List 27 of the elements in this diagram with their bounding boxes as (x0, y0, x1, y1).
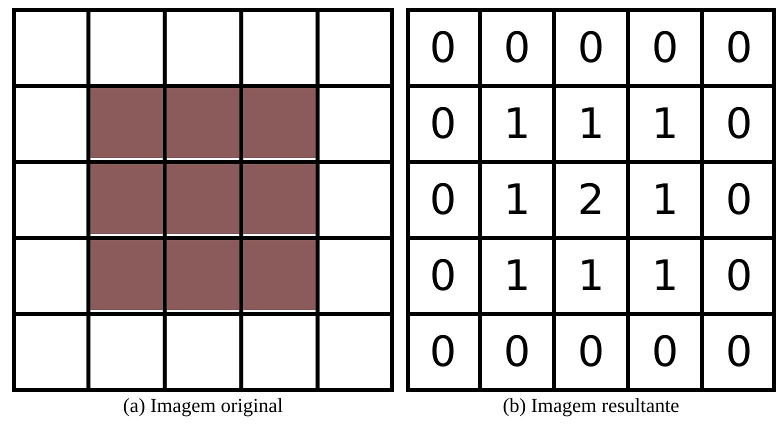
cell-value: 0 (503, 331, 531, 373)
cell-value: 1 (503, 179, 531, 221)
figure-caption: (a) Imagem original (123, 395, 283, 418)
cell-value: 0 (503, 27, 531, 69)
cell-value: 0 (725, 27, 753, 69)
cell-value: 0 (429, 179, 457, 221)
cell-value: 0 (651, 331, 679, 373)
cell-value: 2 (577, 179, 605, 221)
cell-value: 0 (429, 103, 457, 145)
cell-value: 0 (725, 103, 753, 145)
cell-value: 0 (577, 27, 605, 69)
cell-value: 1 (503, 103, 531, 145)
cell-value: 0 (651, 27, 679, 69)
cell-value: 1 (503, 255, 531, 297)
cell-value: 0 (725, 255, 753, 297)
cell-value: 0 (577, 331, 605, 373)
cell-value: 1 (577, 255, 605, 297)
cell-value: 0 (429, 331, 457, 373)
cell-value: 1 (651, 103, 679, 145)
cell-value: 0 (725, 331, 753, 373)
cell-value: 0 (429, 27, 457, 69)
cell-value: 1 (577, 103, 605, 145)
cell-value: 1 (651, 179, 679, 221)
cell-value: 1 (651, 255, 679, 297)
cell-value: 0 (725, 179, 753, 221)
cell-value: 0 (429, 255, 457, 297)
figure-caption: (b) Imagem resultante (502, 395, 680, 418)
